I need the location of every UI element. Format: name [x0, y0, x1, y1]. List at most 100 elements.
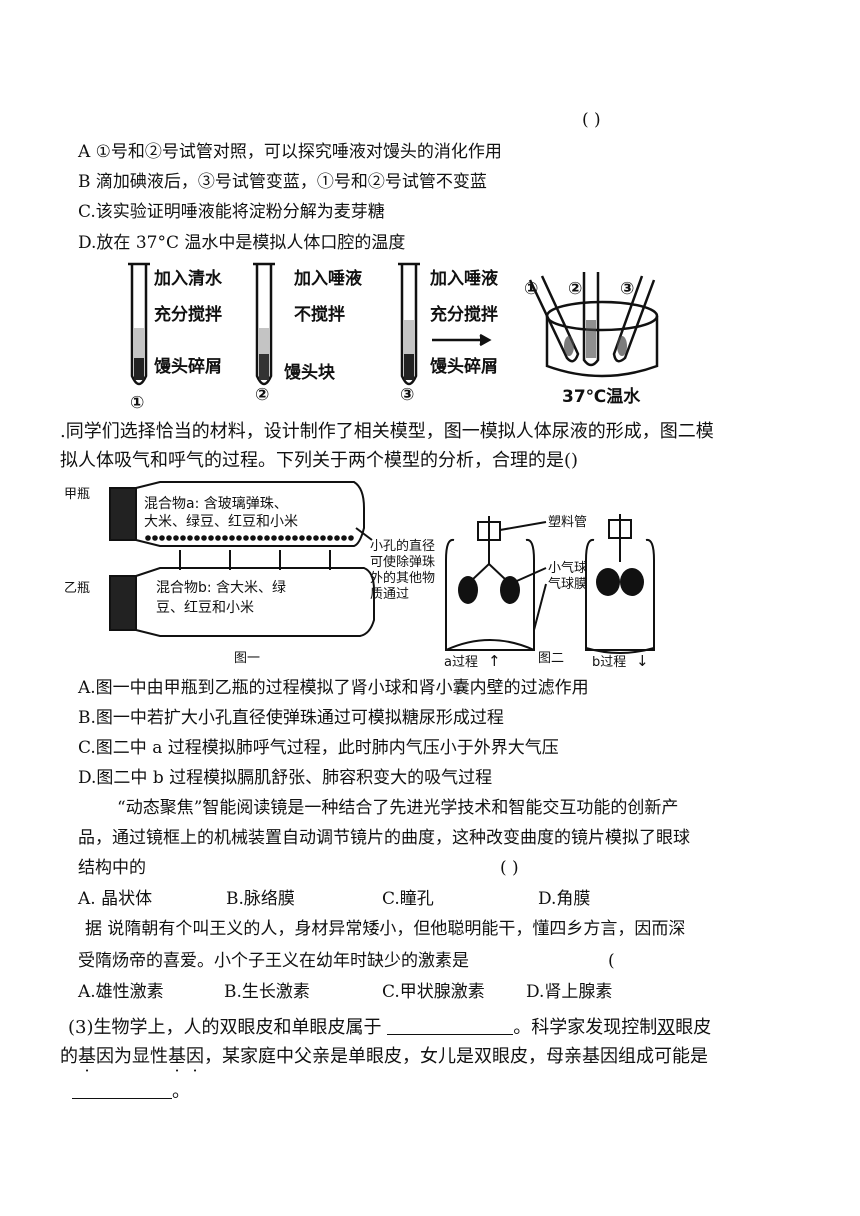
q3-option-b: B.脉络膜 [226, 889, 295, 909]
bead-row [145, 535, 354, 541]
q5-text-1b: 。科学家发现控制 [513, 1017, 658, 1038]
q5-emph-2b: 基 [168, 1046, 186, 1067]
bead-dot [348, 535, 354, 541]
q5-stem-line-3: 。 [72, 1080, 190, 1103]
q4-option-d: D.肾上腺素 [526, 982, 613, 1002]
q5-emph-2c: 因 [186, 1046, 204, 1067]
q4-option-c: C.甲状腺激素 [382, 982, 485, 1002]
bead-dot [173, 535, 179, 541]
beaker-tube3-number: ③ [620, 279, 634, 299]
q2-stem-line-2: 拟人体吸气和呼气的过程。下列关于两个模型的分析，合理的是() [60, 450, 579, 471]
q4-stem-line-1: 据 说隋朝有个叫王义的人，身材异常矮小，但他聪明能干，懂四乡方言，因而深 [85, 919, 686, 939]
tube3-label-3: 馒头碎屑 [430, 356, 498, 377]
bead-dot [145, 535, 151, 541]
bead-dot [285, 535, 291, 541]
tube3-number: ③ [400, 385, 414, 405]
q4-stem-line-2: 受隋炀帝的喜爱。小个子王义在幼年时缺少的激素是 [78, 951, 469, 971]
bead-dot [334, 535, 340, 541]
figure-two-caption: 图二 [538, 651, 564, 666]
q2-option-c: C.图二中 a 过程模拟肺呼气过程，此时肺内气压小于外界大气压 [78, 738, 559, 758]
q5-stem-line-2: 的基因为显性基因，某家庭中父亲是单眼皮，女儿是双眼皮，母亲基因组成可能是 [60, 1046, 708, 1068]
bead-dot [292, 535, 298, 541]
q3-stem-line-3: 结构中的 [78, 858, 146, 878]
bead-dot [313, 535, 319, 541]
beaker-tube1-number: ① [524, 279, 538, 299]
mixture-a-line-1: 混合物a: 含玻璃弹珠、 [144, 495, 288, 512]
q2-option-a: A.图一中由甲瓶到乙瓶的过程模拟了肾小球和肾小囊内壁的过滤作用 [78, 678, 589, 698]
q5-text-2b: 因为显性 [96, 1046, 168, 1067]
tube1-label-2: 充分搅拌 [154, 304, 222, 325]
q5-text-1c: 眼皮 [675, 1017, 712, 1038]
tube2-label-3: 馒头块 [284, 362, 336, 383]
q3-answer-bracket: ( ) [500, 858, 519, 878]
bead-dot [341, 535, 347, 541]
hole-note-2: 可使除弹珠 [370, 554, 435, 570]
bead-dot [264, 535, 270, 541]
bead-dot [243, 535, 249, 541]
bead-dot [222, 535, 228, 541]
process-b-label: b过程 [592, 655, 626, 668]
hole-note-1: 小孔的直径 [370, 538, 435, 554]
arrow-down-icon: ↓ [636, 652, 649, 668]
bead-dot [215, 535, 221, 541]
tube1-label-3: 馒头碎屑 [154, 356, 222, 377]
q3-option-a: A. 晶状体 [78, 889, 153, 909]
bead-dot [299, 535, 305, 541]
bottle-b-label: 乙瓶 [64, 581, 90, 596]
q4-option-b: B.生长激素 [224, 982, 310, 1002]
bead-dot [257, 535, 263, 541]
q5-emph-2a: 基 [78, 1046, 96, 1067]
water-bath-label: 37℃温水 [562, 386, 641, 407]
q5-text-2a: 的 [60, 1046, 78, 1067]
tube2-label-2: 不搅拌 [294, 304, 345, 325]
bead-dot [201, 535, 207, 541]
hole-note-4: 质通过 [370, 587, 409, 602]
q1-option-b: B 滴加碘液后，③号试管变蓝，①号和②号试管不变蓝 [78, 172, 487, 192]
tube1-number: ① [130, 393, 144, 413]
arrow-up-icon: ↑ [488, 652, 501, 668]
hole-note-3: 外的其他物 [370, 570, 435, 586]
q3-stem-line-2: 品，通过镜框上的机械装置自动调节镜片的曲度，这种改变曲度的镜片模拟了眼球 [78, 828, 690, 848]
tube2-label-1: 加入唾液 [293, 268, 362, 289]
mixture-a-line-2: 大米、绿豆、红豆和小米 [144, 514, 298, 530]
q5-stem-line-1: (3)生物学上，人的双眼皮和单眼皮属于 。科学家发现控制双眼皮 [68, 1016, 711, 1039]
bead-dot [152, 535, 158, 541]
bead-dot [306, 535, 312, 541]
q2-option-b: B.图一中若扩大小孔直径使弹珠通过可模拟糖尿形成过程 [78, 708, 504, 728]
process-a-label: a过程 [444, 655, 478, 668]
q2-stem-line-1: .同学们选择恰当的材料，设计制作了相关模型，图一模拟人体尿液的形成，图二模 [60, 421, 714, 442]
tube3-label-2: 充分搅拌 [430, 304, 498, 325]
balloon-membrane-label: 气球膜 [548, 576, 587, 592]
answer-blank-trait[interactable] [387, 1016, 514, 1035]
small-balloon-label: 小气球 [548, 560, 587, 576]
q1-option-c: C.该实验证明唾液能将淀粉分解为麦芽糖 [78, 202, 385, 222]
q2-option-d: D.图二中 b 过程模拟膈肌舒张、肺容积变大的吸气过程 [78, 768, 493, 788]
q1-option-d: D.放在 37°C 温水中是模拟人体口腔的温度 [78, 233, 406, 253]
bead-dot [278, 535, 284, 541]
bottle-a-label: 甲瓶 [64, 487, 90, 502]
beaker-tube2-number: ② [568, 279, 582, 299]
digestion-experiment-figure: 加入清水 充分搅拌 馒头碎屑 加入唾液 不搅拌 馒头块 加入唾液 充分搅拌 馒头… [128, 262, 659, 413]
bead-dot [166, 535, 172, 541]
q1-option-a: A ①号和②号试管对照，可以探究唾液对馒头的消化作用 [78, 142, 502, 162]
q3-option-d: D.角膜 [538, 889, 591, 909]
bead-dot [229, 535, 235, 541]
bead-dot [187, 535, 193, 541]
q4-answer-bracket: ( [608, 951, 615, 971]
q4-option-a: A.雄性激素 [78, 982, 164, 1002]
bead-dot [327, 535, 333, 541]
q5-text-1a: (3)生物学上，人的双眼皮和单眼皮属于 [68, 1017, 382, 1038]
bead-dot [180, 535, 186, 541]
bead-dot [320, 535, 326, 541]
bead-dot [271, 535, 277, 541]
kidney-lung-model-figure: 甲瓶 乙瓶 混合物a: 含玻璃弹珠、 大米、绿豆、红豆和小米 混合物b: 含大米… [64, 481, 655, 668]
figure-one-caption: 图一 [234, 651, 260, 666]
mixture-b-line-2: 豆、红豆和小米 [156, 600, 254, 616]
tube2-number: ② [255, 385, 269, 405]
bead-dot [208, 535, 214, 541]
q1-answer-bracket: ( ) [582, 110, 601, 130]
q5-text-2c: ，某家庭中父亲是单眼皮，女儿是双眼皮，母亲基因组成可能是 [204, 1046, 708, 1067]
mixture-b-line-1: 混合物b: 含大米、绿 [156, 580, 286, 596]
answer-blank-genotype[interactable] [72, 1080, 172, 1099]
bead-dot [250, 535, 256, 541]
